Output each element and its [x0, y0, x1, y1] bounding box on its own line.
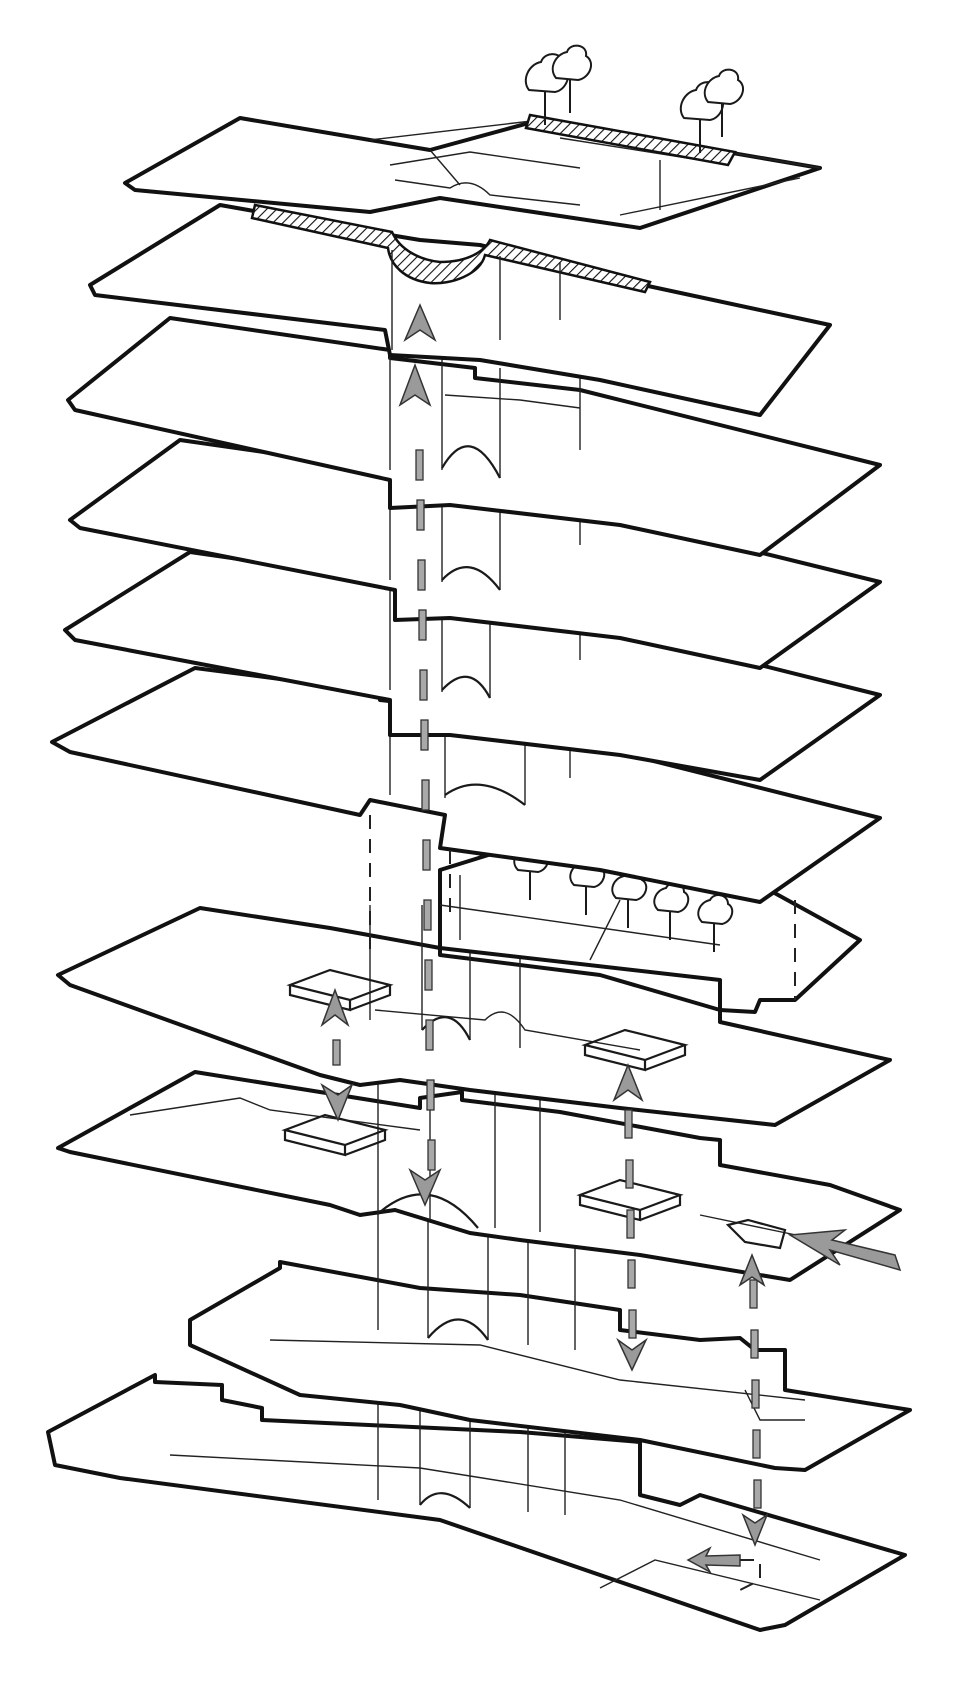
- circulation-path-entrance: [749, 1279, 762, 1509]
- stair-box-left-lower: [281, 1113, 389, 1157]
- tree-icon: [551, 44, 593, 113]
- floor-slab-d: [56, 906, 892, 1127]
- circulation-path-central: [415, 449, 436, 1171]
- down-arrow-icon: [320, 1082, 354, 1122]
- tree-icon: [703, 68, 745, 137]
- floor-slab-b: [188, 1260, 912, 1472]
- down-arrow-icon: [741, 1513, 769, 1548]
- circulation-path-right: [624, 1109, 637, 1339]
- roof-trees: [524, 44, 745, 153]
- core-column-ground: [377, 1392, 566, 1515]
- core-column-g: [389, 580, 581, 699]
- up-arrow-icon: [738, 1252, 766, 1287]
- down-arrow-icon: [408, 1167, 442, 1207]
- core-column-h: [389, 470, 581, 591]
- side-arrow-icon: [787, 1229, 902, 1272]
- floor-slab-j: [88, 203, 832, 417]
- floor-slab-roof: [123, 113, 822, 230]
- up-arrow-icon: [320, 987, 350, 1028]
- down-arrow-icon: [616, 1337, 648, 1372]
- up-arrow-icon: [403, 303, 437, 343]
- up-arrow-icon: [398, 362, 432, 407]
- core-column-b: [377, 1205, 576, 1350]
- up-arrow-icon: [612, 1062, 644, 1103]
- core-column-i: [389, 350, 581, 479]
- core-column-j: [391, 250, 561, 350]
- side-arrow-icon: [686, 1546, 761, 1591]
- stair-box-right-upper: [581, 1028, 689, 1072]
- stair-box-right-lower: [576, 1178, 684, 1222]
- circulation-path-left: [332, 1039, 341, 1066]
- stair-box-left-upper: [286, 968, 394, 1012]
- floor-slab-ground: [46, 1373, 907, 1632]
- core-column-f: [389, 690, 571, 806]
